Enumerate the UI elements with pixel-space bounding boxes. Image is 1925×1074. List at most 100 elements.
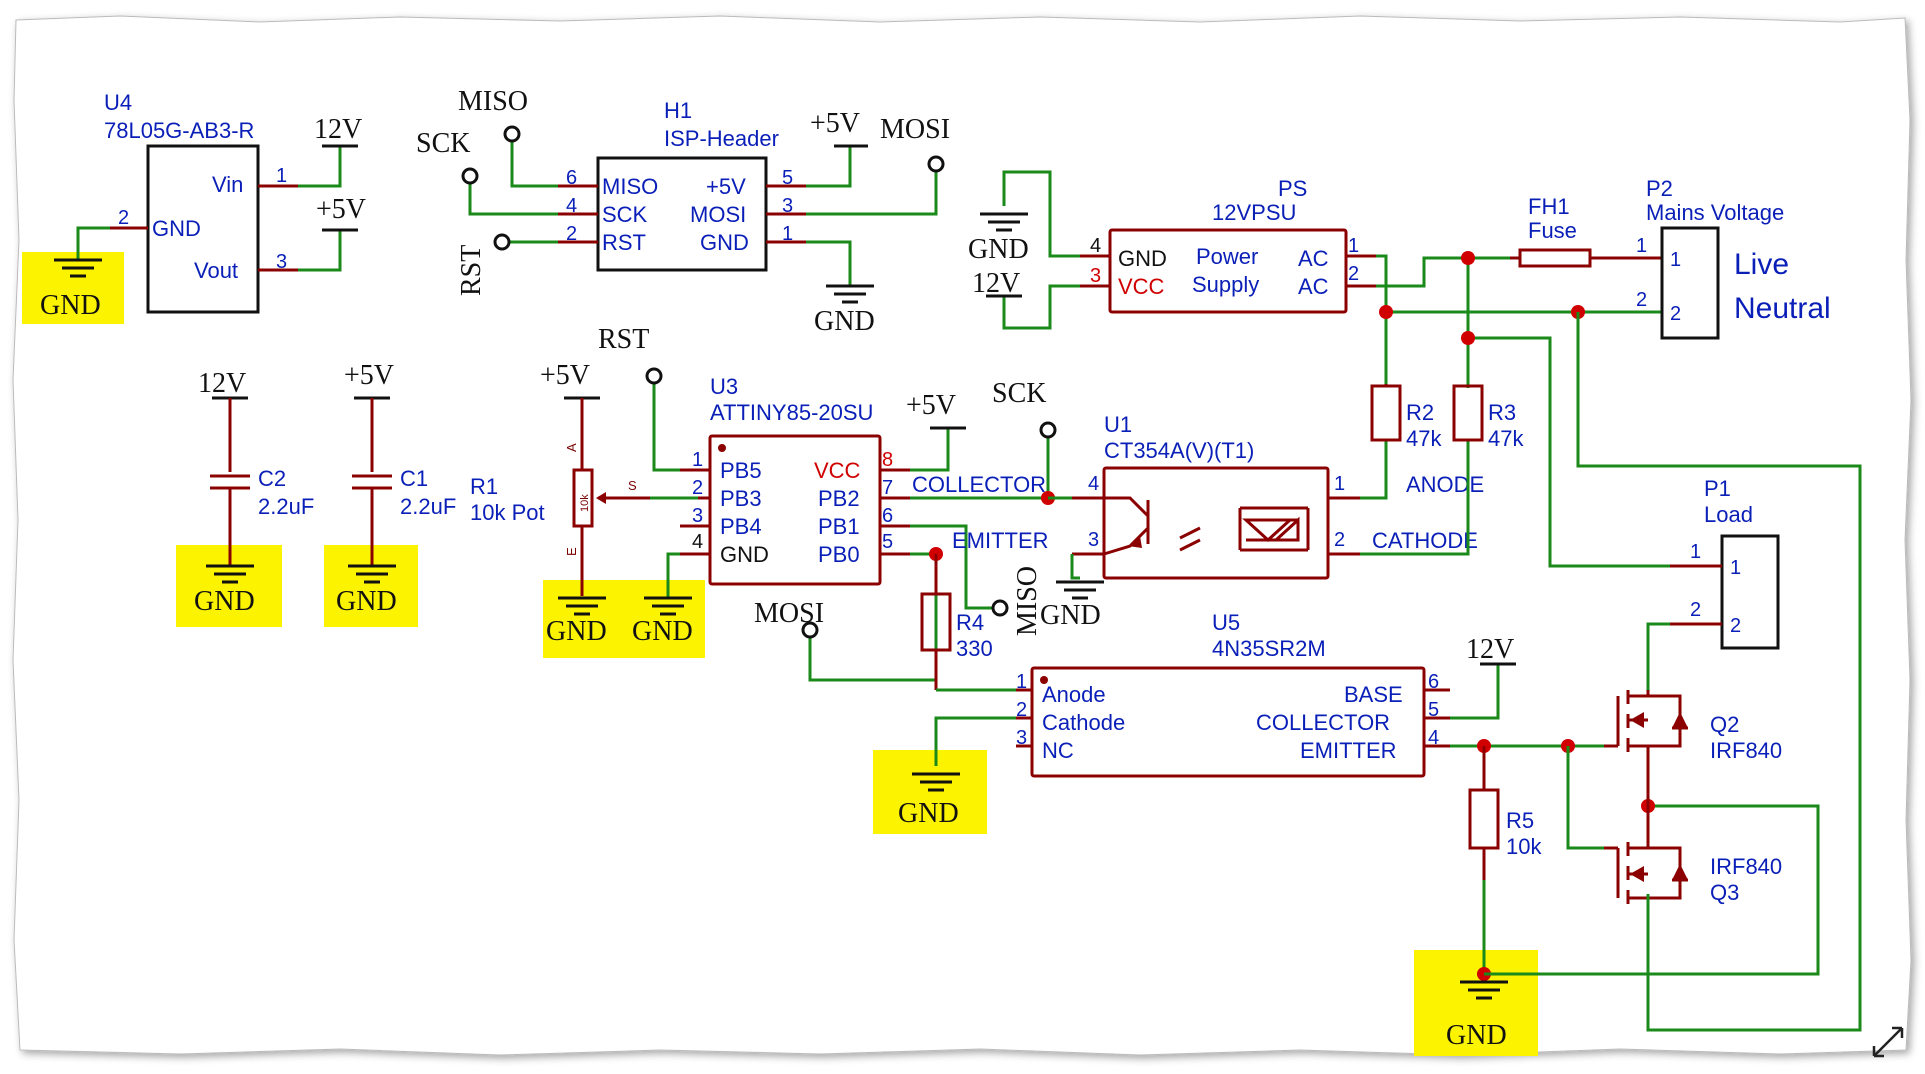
h1-isp-header[interactable]: H1 ISP-Header MISO SCK RST +5V MOSI GND … [558, 98, 806, 272]
resize-arrows-icon[interactable] [1872, 1026, 1904, 1058]
r3-resistor[interactable]: R3 47k [1452, 384, 1524, 451]
svg-text:PB0: PB0 [818, 542, 860, 567]
svg-text:EMITTER: EMITTER [952, 528, 1049, 553]
ground-icon [558, 596, 606, 616]
svg-text:AC: AC [1298, 246, 1329, 271]
svg-text:7: 7 [882, 477, 893, 499]
svg-text:R3: R3 [1488, 400, 1516, 425]
svg-text:Fuse: Fuse [1528, 218, 1577, 243]
svg-text:2.2uF: 2.2uF [400, 494, 456, 519]
gnd-highlight-r5 [1414, 950, 1538, 1056]
ground-icon [1460, 980, 1508, 1000]
p1-load-connector[interactable]: P1 Load 1 2 1 2 [1670, 476, 1780, 650]
svg-text:MOSI: MOSI [690, 202, 746, 227]
svg-text:SCK: SCK [602, 202, 648, 227]
svg-text:1: 1 [1348, 235, 1359, 257]
svg-text:6: 6 [566, 167, 577, 189]
svg-text:ATTINY85-20SU: ATTINY85-20SU [710, 400, 873, 425]
svg-text:GND: GND [720, 542, 769, 567]
u5-optocoupler[interactable]: U5 4N35SR2M Anode Cathode NC BASE COLLEC… [1016, 610, 1450, 778]
svg-text:+5V: +5V [706, 174, 746, 199]
svg-text:COLLECTOR: COLLECTOR [1256, 710, 1390, 735]
u4-pin-vout: Vout [194, 258, 238, 283]
c1-gnd-label: GND [336, 586, 397, 617]
r5-gnd-label: GND [1446, 1020, 1507, 1051]
c2-gnd-label: GND [194, 586, 255, 617]
ps-power-supply[interactable]: PS 12VPSU GND VCC Power Supply AC AC 4 3… [1080, 176, 1376, 314]
svg-text:47k: 47k [1406, 426, 1442, 451]
svg-text:Q3: Q3 [1710, 880, 1739, 905]
c2-capacitor[interactable]: 12V C2 2.2uF [198, 368, 314, 566]
svg-text:330: 330 [956, 636, 993, 661]
svg-text:U1: U1 [1104, 412, 1132, 437]
svg-text:Mains Voltage: Mains Voltage [1646, 200, 1784, 225]
svg-text:3: 3 [782, 195, 793, 217]
svg-text:RST: RST [456, 245, 487, 296]
svg-text:6: 6 [882, 505, 893, 527]
c1-capacitor[interactable]: +5V C1 2.2uF [344, 360, 456, 566]
h1-value: ISP-Header [664, 126, 779, 151]
svg-text:5: 5 [882, 531, 893, 553]
svg-text:R2: R2 [1406, 400, 1434, 425]
svg-text:E: E [564, 547, 579, 556]
u3-attiny85[interactable]: U3 ATTINY85-20SU PB5 PB3 PB4 GND VCC PB2… [680, 374, 910, 586]
u4-12v-label: 12V [314, 114, 362, 148]
svg-text:4: 4 [1088, 473, 1099, 495]
r4-resistor[interactable]: R4 330 [920, 554, 993, 690]
svg-text:3: 3 [1088, 529, 1099, 551]
svg-text:2: 2 [1334, 529, 1345, 551]
svg-text:Neutral: Neutral [1734, 292, 1831, 325]
svg-text:4N35SR2M: 4N35SR2M [1212, 636, 1326, 661]
svg-text:+5V: +5V [540, 360, 590, 391]
svg-text:47k: 47k [1488, 426, 1524, 451]
svg-text:PS: PS [1278, 176, 1307, 201]
ground-icon [206, 564, 254, 584]
svg-text:Power: Power [1196, 244, 1258, 269]
ground-icon [1056, 580, 1104, 600]
u4-regulator[interactable]: U4 78L05G-AB3-R Vin GND Vout 1 2 3 [104, 90, 298, 314]
svg-text:12V: 12V [314, 114, 362, 145]
svg-text:R4: R4 [956, 610, 984, 635]
svg-text:2: 2 [1348, 263, 1359, 285]
svg-text:10k: 10k [1506, 834, 1542, 859]
svg-text:12V: 12V [1466, 634, 1514, 665]
svg-text:2: 2 [1016, 699, 1027, 721]
p2-mains-connector[interactable]: P2 Mains Voltage 1 2 1 2 Live Neutral [1636, 176, 1831, 340]
svg-text:4: 4 [692, 531, 703, 553]
u4-gnd-label: GND [40, 290, 101, 321]
svg-text:AC: AC [1298, 274, 1329, 299]
h1-rst-label: RST [456, 233, 511, 296]
svg-text:A: A [564, 443, 579, 452]
svg-text:Q2: Q2 [1710, 712, 1739, 737]
r1-potentiometer[interactable]: R1 10k Pot +5V A S E 10k [470, 360, 650, 596]
u4-pin-vin: Vin [212, 172, 243, 197]
u3-sck-label: SCK [992, 378, 1057, 439]
svg-text:EMITTER: EMITTER [1300, 738, 1397, 763]
svg-text:2: 2 [1690, 599, 1701, 621]
u4-pinnum-3: 3 [276, 251, 287, 273]
fh1-fuse[interactable]: FH1 Fuse [1510, 194, 1662, 268]
svg-text:1: 1 [1334, 473, 1345, 495]
svg-text:+5V: +5V [810, 108, 860, 139]
u1-optocoupler[interactable]: U1 CT354A(V)(T1) 4 3 1 2 COLLECTOR EMITT… [912, 412, 1484, 580]
q2-mosfet[interactable]: Q2 IRF840 [1604, 690, 1782, 806]
svg-text:12VPSU: 12VPSU [1212, 200, 1296, 225]
svg-text:Supply: Supply [1192, 272, 1259, 297]
r5-resistor[interactable]: R5 10k [1468, 746, 1542, 880]
svg-text:Cathode: Cathode [1042, 710, 1125, 735]
svg-text:CT354A(V)(T1): CT354A(V)(T1) [1104, 438, 1254, 463]
svg-text:R5: R5 [1506, 808, 1534, 833]
h1-mosi-label: MOSI [880, 114, 950, 173]
svg-text:VCC: VCC [814, 458, 861, 483]
svg-text:PB3: PB3 [720, 486, 762, 511]
svg-text:PB2: PB2 [818, 486, 860, 511]
svg-text:2: 2 [692, 477, 703, 499]
svg-text:IRF840: IRF840 [1710, 738, 1782, 763]
svg-text:1: 1 [1636, 235, 1647, 257]
svg-text:4: 4 [1090, 235, 1101, 257]
paper-frame [12, 15, 1912, 1056]
u5-12v-label: 12V [1466, 634, 1516, 666]
r2-resistor[interactable]: R2 47k [1370, 384, 1442, 451]
u5-gnd-label: GND [898, 798, 959, 829]
u4-value: 78L05G-AB3-R [104, 118, 254, 143]
